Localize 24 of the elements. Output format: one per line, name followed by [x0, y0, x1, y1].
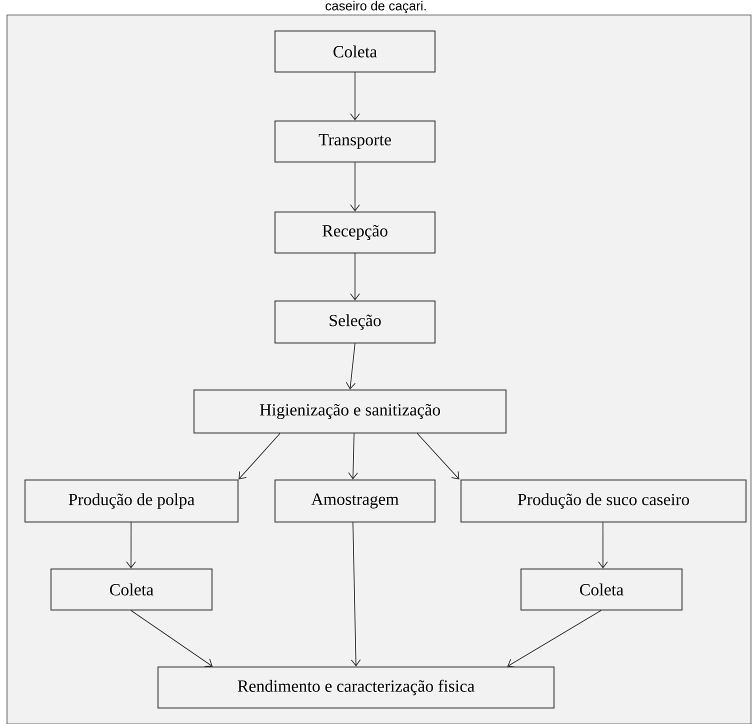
process-box: Coleta	[50, 568, 212, 610]
arrow	[350, 522, 361, 666]
process-box: Seleção	[274, 300, 436, 344]
arrow	[126, 522, 136, 568]
arrow	[416, 433, 460, 480]
arrow	[350, 72, 360, 120]
process-box: Coleta	[520, 568, 682, 610]
arrow	[238, 433, 280, 480]
arrow	[348, 433, 358, 480]
arrow	[350, 253, 360, 300]
arrow	[346, 343, 356, 390]
process-box: Recepção	[274, 212, 436, 254]
process-box: Amostragem	[274, 480, 436, 522]
arrow	[507, 610, 602, 668]
process-box: Coleta	[274, 30, 436, 72]
caption: caseiro de caçari.	[326, 0, 426, 14]
process-box: Transporte	[274, 120, 436, 162]
process-box: Higienização e sanitização	[194, 390, 506, 434]
arrow	[130, 610, 213, 667]
arrow	[598, 522, 608, 568]
process-box: Produção de polpa	[24, 480, 238, 522]
process-box: Produção de suco caseiro	[460, 480, 746, 522]
arrow	[350, 162, 360, 212]
process-box: Rendimento e caracterização fisica	[158, 666, 554, 708]
